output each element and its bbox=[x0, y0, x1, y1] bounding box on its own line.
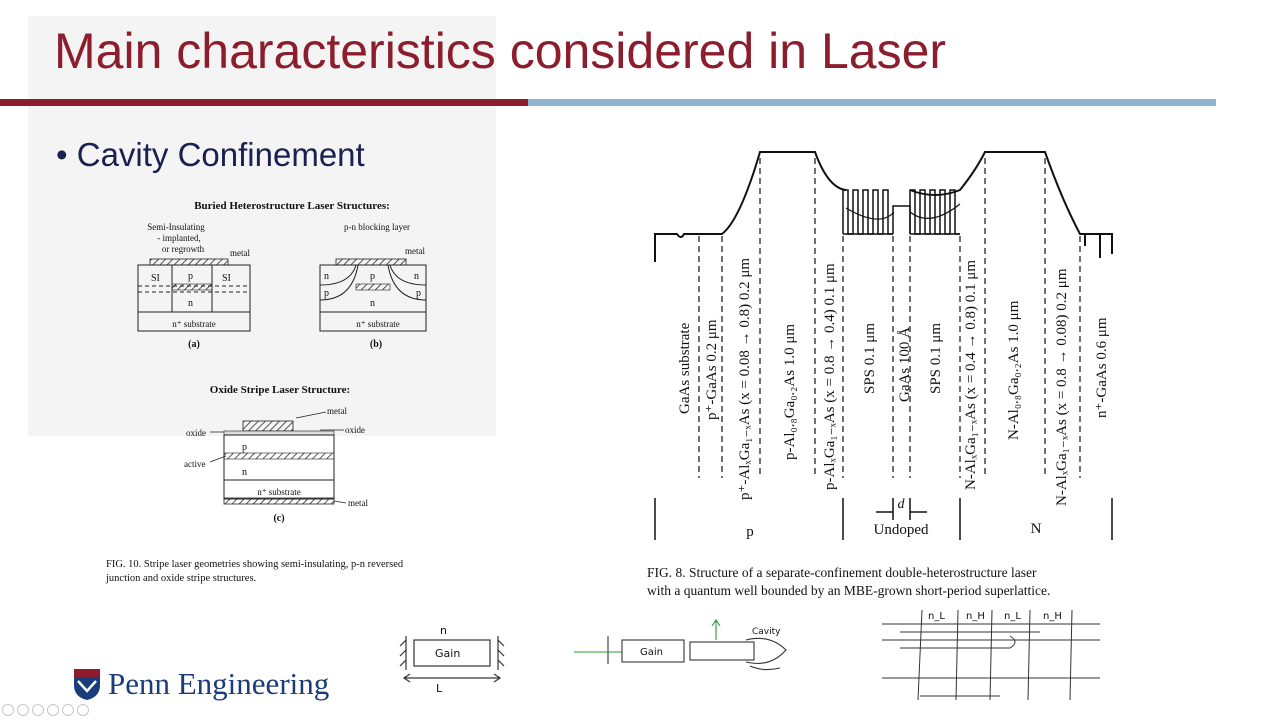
bullet-cavity-confinement: • Cavity Confinement bbox=[56, 136, 365, 173]
sketch-dbr bbox=[882, 609, 1100, 701]
heading-buried: Buried Heterostructure Laser Structures: bbox=[194, 200, 390, 212]
layer-labels: GaAs substrate p⁺-GaAs 0.2 μm p⁺-AlₓGa₁₋… bbox=[677, 258, 1110, 506]
c-active: active bbox=[184, 459, 206, 469]
layer-label-7: SPS 0.1 μm bbox=[928, 323, 944, 394]
fig8-caption-2: with a quantum well bounded by an MBE-gr… bbox=[647, 583, 1050, 598]
band-profile bbox=[654, 151, 1113, 262]
sketch-nH-1: n_H bbox=[966, 611, 985, 622]
fig10-caption-1: FIG. 10. Stripe laser geometries showing… bbox=[106, 559, 404, 570]
label-b: (b) bbox=[370, 339, 382, 350]
d-label: d bbox=[898, 497, 906, 512]
more-icon[interactable] bbox=[77, 704, 89, 716]
b-note: p-n blocking layer bbox=[344, 222, 410, 232]
layer-boundaries bbox=[698, 158, 1081, 478]
layer-label-2: p⁺-AlₓGa₁₋ₓAs (x = 0.08 → 0.8) 0.2 μm bbox=[737, 258, 753, 500]
b-p: p bbox=[370, 271, 375, 282]
sketch-gain: Gain bbox=[435, 647, 460, 660]
layer-label-3: p-Al₀.₈Ga₀.₂As 1.0 μm bbox=[782, 324, 798, 460]
c-oxide-right: oxide bbox=[345, 425, 365, 435]
title-rule-red bbox=[0, 99, 528, 106]
c-n: n bbox=[242, 467, 247, 478]
previous-icon[interactable] bbox=[2, 704, 14, 716]
slideshow-controls[interactable] bbox=[2, 704, 89, 716]
superlattice-right bbox=[909, 189, 960, 235]
a-note-3: or regrowth bbox=[162, 244, 205, 254]
a-note-1: Semi-Insulating bbox=[147, 222, 205, 232]
sketch-nL-1: n_L bbox=[928, 611, 945, 622]
bullet-text: Cavity Confinement bbox=[76, 136, 365, 173]
fig10-caption-2: junction and oxide stripe structures. bbox=[105, 573, 256, 584]
layer-label-0: GaAs substrate bbox=[677, 322, 693, 414]
b-n: n bbox=[370, 298, 375, 309]
b-n-left: n bbox=[324, 271, 329, 282]
a-si-right: SI bbox=[222, 273, 231, 284]
c-substrate: n⁺ substrate bbox=[257, 487, 301, 497]
penn-shield-icon bbox=[74, 669, 100, 700]
b-p-right: p bbox=[416, 288, 421, 299]
a-si-left: SI bbox=[151, 273, 160, 284]
region-p: p bbox=[746, 524, 754, 540]
layer-label-8: N-AlₓGa₁₋ₓAs (x = 0.4 → 0.8) 0.1 μm bbox=[963, 260, 979, 490]
penn-engineering-logo: Penn Engineering bbox=[72, 664, 329, 704]
c-metal-bottom: metal bbox=[348, 498, 368, 508]
c-oxide-left: oxide bbox=[186, 428, 206, 438]
a-note-2: - implanted, bbox=[157, 233, 201, 243]
a-metal-label: metal bbox=[230, 248, 250, 258]
heading-oxide: Oxide Stripe Laser Structure: bbox=[210, 384, 350, 396]
brand-text: Penn Engineering bbox=[108, 666, 330, 701]
sketch-gain-cavity bbox=[399, 636, 505, 683]
slides-icon[interactable] bbox=[47, 704, 59, 716]
sketch-nL-2: n_L bbox=[1004, 611, 1021, 622]
c-p: p bbox=[242, 442, 247, 453]
sketch-external-cavity bbox=[574, 619, 787, 671]
b-metal-label: metal bbox=[405, 246, 425, 256]
a-p: p bbox=[188, 271, 193, 282]
b-p-left: p bbox=[324, 288, 329, 299]
layer-label-10: N-AlₓGa₁₋ₓAs (x = 0.8 → 0.08) 0.2 μm bbox=[1054, 268, 1070, 506]
b-n-right: n bbox=[414, 271, 419, 282]
layer-label-4: p-AlₓGa₁₋ₓAs (x = 0.8 → 0.4) 0.1 μm bbox=[822, 263, 838, 490]
title-rule-blue bbox=[528, 99, 1216, 106]
a-substrate: n⁺ substrate bbox=[172, 319, 216, 329]
layer-label-5: SPS 0.1 μm bbox=[862, 323, 878, 394]
region-undoped: Undoped bbox=[874, 522, 929, 538]
sketch-cavity: Cavity bbox=[752, 627, 781, 637]
sketch-L: L bbox=[436, 682, 443, 695]
sketch-nH-2: n_H bbox=[1043, 611, 1062, 622]
layer-label-1: p⁺-GaAs 0.2 μm bbox=[704, 319, 720, 420]
a-structure bbox=[137, 264, 251, 332]
superlattice-left bbox=[842, 189, 893, 235]
label-a: (a) bbox=[188, 339, 200, 350]
pen-icon[interactable] bbox=[32, 704, 44, 716]
c-metal-top: metal bbox=[327, 406, 347, 416]
slide-title: Main characteristics considered in Laser bbox=[54, 23, 947, 79]
next-icon[interactable] bbox=[17, 704, 29, 716]
layer-label-6: GaAs 100 Å bbox=[897, 327, 913, 402]
label-c: (c) bbox=[273, 513, 284, 524]
region-dividers bbox=[654, 498, 1113, 540]
b-structure bbox=[319, 264, 427, 332]
b-substrate: n⁺ substrate bbox=[356, 319, 400, 329]
sketch-n: n bbox=[440, 624, 447, 637]
layer-label-11: n⁺-GaAs 0.6 μm bbox=[1094, 317, 1110, 418]
zoom-icon[interactable] bbox=[62, 704, 74, 716]
layer-label-9: N-Al₀.₈Ga₀.₂As 1.0 μm bbox=[1006, 300, 1022, 440]
region-n: N bbox=[1031, 521, 1042, 537]
fig8-caption-1: FIG. 8. Structure of a separate-confinem… bbox=[647, 565, 1037, 580]
a-n: n bbox=[188, 298, 193, 309]
sketch-gain-2: Gain bbox=[640, 647, 663, 658]
penn-shield-watermark bbox=[28, 16, 496, 436]
